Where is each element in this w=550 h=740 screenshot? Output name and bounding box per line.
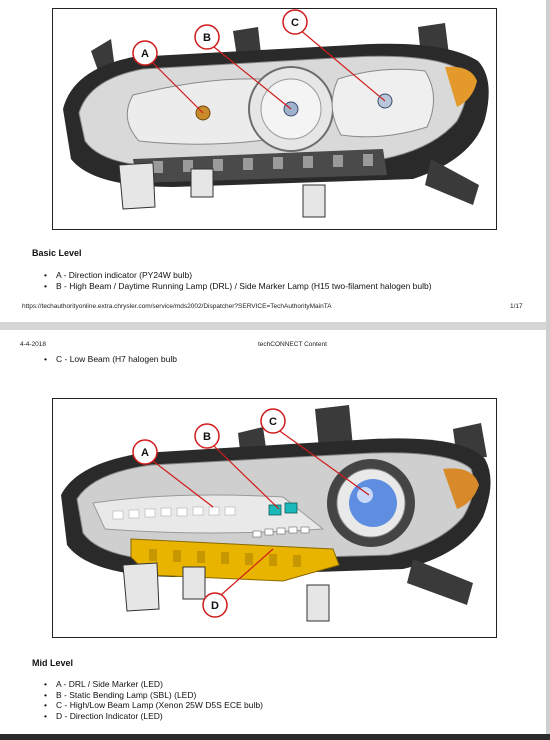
mount-bracket-right — [407, 559, 473, 605]
callout-a: A — [132, 439, 158, 465]
basic-headlamp-figure: A B C — [52, 8, 497, 230]
list-item: A - DRL / Side Marker (LED) — [32, 679, 263, 690]
callout-c: C — [282, 9, 308, 35]
list-item: B - Static Bending Lamp (SBL) (LED) — [32, 690, 263, 701]
viewer-scrollbar-track[interactable] — [546, 0, 550, 740]
footer-url: https://techauthorityonline.extra.chrysl… — [22, 303, 332, 310]
mount-tab-mid — [190, 168, 214, 198]
svg-text:C: C — [269, 416, 277, 428]
list-item: C - High/Low Beam Lamp (Xenon 25W D5S EC… — [32, 700, 263, 711]
mount-bracket-right — [425, 159, 479, 205]
mount-tab-right — [302, 184, 326, 218]
svg-text:D: D — [211, 600, 219, 612]
callout-b: B — [194, 24, 220, 50]
basic-headlamp-illustration: A B C — [63, 9, 489, 218]
rear-bracket-mid — [233, 27, 261, 57]
list-item: D - Direction Indicator (LED) — [32, 711, 263, 722]
footer-page-number: 1/17 — [510, 303, 523, 310]
sbl-led-1 — [268, 504, 282, 516]
carryover-list: C - Low Beam (H7 halogen bulb — [32, 354, 177, 365]
basic-level-list: A - Direction indicator (PY24W bulb) B -… — [32, 270, 432, 291]
header-date: 4-4-2018 — [20, 341, 47, 348]
svg-text:B: B — [203, 431, 211, 443]
list-item: B - High Beam / Daytime Running Lamp (DR… — [32, 281, 432, 292]
document-page-1: A B C Basic Level A - Direction indicato… — [0, 0, 550, 322]
mount-tab-mid — [182, 566, 206, 600]
taskbar-edge — [0, 734, 550, 740]
mount-tab-left — [122, 562, 160, 612]
drl-light-guide — [92, 494, 325, 534]
header-title: techCONNECT Content — [258, 341, 327, 348]
callout-c: C — [260, 408, 286, 434]
mid-headlamp-figure: A B C D — [52, 398, 497, 638]
mount-tab-left — [118, 162, 156, 210]
list-item: A - Direction indicator (PY24W bulb) — [32, 270, 432, 281]
svg-text:B: B — [203, 32, 211, 44]
page-separator — [0, 322, 550, 330]
mount-tab-right — [306, 584, 330, 622]
list-item: C - Low Beam (H7 halogen bulb — [32, 354, 177, 365]
sbl-led-2 — [284, 502, 298, 514]
svg-text:A: A — [141, 48, 149, 60]
callout-d: D — [202, 592, 228, 618]
svg-text:C: C — [291, 17, 299, 29]
callout-b: B — [194, 423, 220, 449]
amber-side-marker — [445, 66, 477, 107]
callout-a: A — [132, 40, 158, 66]
svg-text:A: A — [141, 447, 149, 459]
mid-level-heading: Mid Level — [32, 658, 74, 668]
amber-side-marker — [443, 468, 479, 509]
mid-headlamp-illustration: A B C D — [61, 405, 491, 622]
mid-level-list: A - DRL / Side Marker (LED) B - Static B… — [32, 679, 263, 721]
basic-level-heading: Basic Level — [32, 248, 82, 258]
